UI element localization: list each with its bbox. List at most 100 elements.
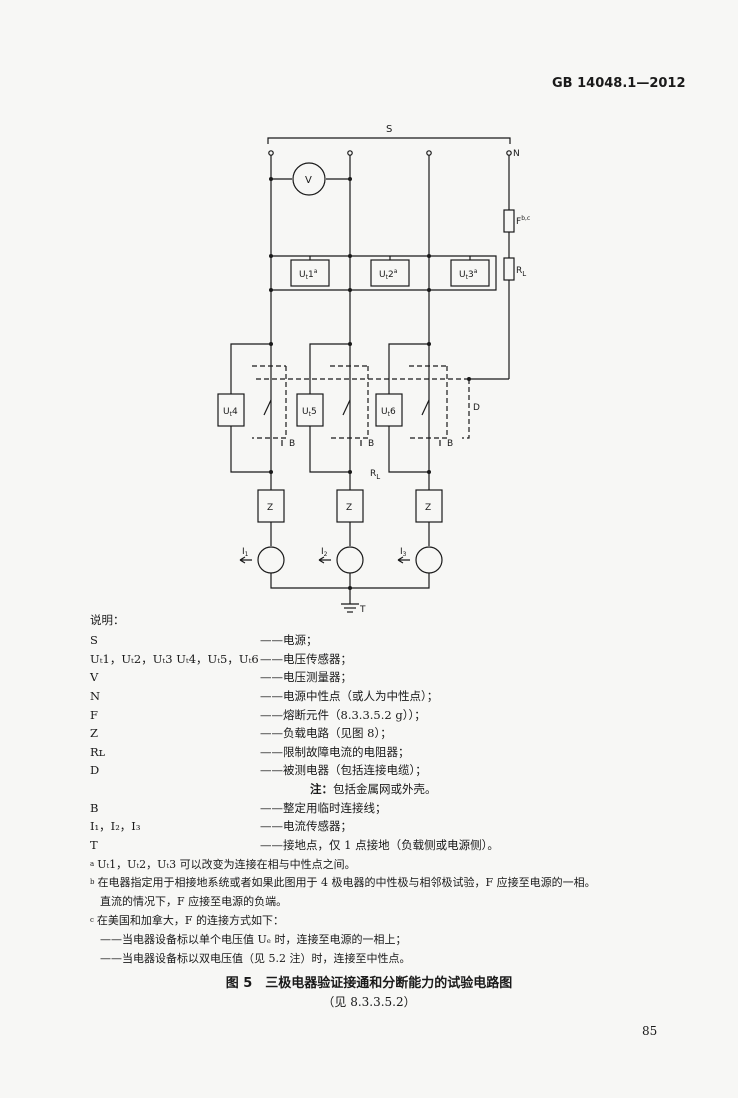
label-ut3: Ut3a [459,268,478,281]
switch1 [263,399,272,416]
label-earth: T [359,605,366,615]
current-sensor-2 [336,546,364,574]
legend-row: Z ——负载电路（见图 8）； [90,724,690,743]
legend: 说明： S——电源；Uₜ1，Uₜ2，Uₜ3 Uₜ4，Uₜ5，Uₜ6——电压传感器… [90,612,690,967]
label-link-3: B [447,439,453,449]
legend-description: ——限制故障电流的电阻器； [260,744,410,759]
page-number: 85 [642,1024,658,1038]
footnote-text: ——当电器设备标以单个电压值 Uₑ 时，连接至电源的一相上； [100,932,407,946]
legend-items: S——电源；Uₜ1，Uₜ2，Uₜ3 Uₜ4，Uₜ5，Uₜ6——电压传感器；V——… [90,631,690,780]
footnote: 直流的情况下，F 应接至电源的负端。 [90,892,690,911]
legend-symbol: S [90,633,98,648]
label-ut5: Ut5 [302,407,317,418]
legend-symbol: V [90,670,99,685]
legend-description: ——熔断元件（8.3.3.5.2 g））； [260,707,426,722]
voltmeter-circle [292,162,326,196]
label-ut1: Ut1a [299,268,318,281]
current-sensor-1 [257,546,285,574]
legend-heading: 说明： [90,613,125,627]
label-ut2: Ut2a [379,268,398,281]
label-link-2: B [368,439,374,449]
footnote-mark: c [90,915,94,924]
label-fuse: Fb,c [516,215,530,227]
legend-description: ——电源中性点（或人为中性点）； [260,689,439,704]
legend-description: ——电压传感器； [260,651,352,666]
label-current-3: I3 [400,547,407,558]
legend-description: ——电压测量器； [260,670,352,685]
legend-row: N ——电源中性点（或人为中性点）； [90,687,690,706]
legend-symbol: N [90,689,101,704]
figure-caption: 图 5 三极电器验证接通和分断能力的试验电路图 [225,976,513,991]
source-bracket [267,137,511,144]
legend-row: I₁，I₂，I₃ ——电流传感器； [90,817,690,836]
terminal-phase2 [347,150,353,156]
label-current-1: I1 [242,547,249,558]
label-rl-mid: RL [370,469,380,481]
legend-symbol: I₁，I₂，I₃ [90,819,141,834]
legend-row: Rʟ ——限制故障电流的电阻器； [90,743,690,762]
legend-description: ——电流传感器； [260,819,352,834]
legend-symbol: F [90,707,98,722]
label-source: S [386,124,392,135]
sensor-bus [271,255,497,291]
terminal-phase3 [426,150,432,156]
legend-items-2: B ——整定用临时连接线； I₁，I₂，I₃ ——电流传感器； T ——接地点，仅 1 点… [90,798,690,854]
legend-description: ——电源； [260,633,318,648]
switch3 [421,399,430,416]
label-neutral: N [513,149,520,159]
footnote-text: 在美国和加拿大，F 的连接方式如下： [96,913,285,927]
legend-description: ——接地点，仅 1 点接地（负载侧或电源侧）。 [260,837,499,852]
legend-description: ——被测电器（包括连接电缆）； [260,763,427,778]
label-resistor: RL [516,266,526,278]
legend-row: D ——被测电器（包括连接电缆）； [90,761,690,780]
current-sensor-3 [415,546,443,574]
legend-description: ——负载电路（见图 8）； [260,726,392,741]
footnote: ——当电器设备标以单个电压值 Uₑ 时，连接至电源的一相上； [90,929,690,948]
legend-symbol: B [90,800,99,815]
figure-subcaption: （见 8.3.3.5.2） [322,995,416,1009]
legend-note: 注：包括金属网或外壳。 [310,782,437,797]
legend-row: Uₜ1，Uₜ2，Uₜ3 Uₜ4，Uₜ5，Uₜ6——电压传感器； [90,650,690,669]
legend-row: S ——电源； [90,631,690,650]
ut3-box [450,259,490,287]
ut1-box [290,259,330,287]
test-circuit-diagram: S N V Fb,c RL Ut1a Ut2a Ut3a Ut4 Ut5 Ut6… [217,124,530,615]
legend-row: B ——整定用临时连接线； [90,798,690,817]
legend-symbol: Z [90,726,98,741]
legend-row: V ——电压测量器； [90,668,690,687]
label-current-2: I2 [321,547,328,558]
label-load-1: Z [267,503,273,513]
label-voltmeter: V [305,175,312,186]
label-device: D [473,403,480,413]
footnote-text: 在电器指定用于相接地系统或者如果此图用于 4 极电器的中性极与相邻极试验，F 应… [97,876,596,890]
label-ut6: Ut6 [381,407,396,418]
footnote-mark: b [90,878,95,887]
terminal-neutral [506,150,512,156]
label-load-3: Z [425,503,431,513]
standard-header: GB 14048.1—2012 [552,76,686,91]
label-ut4: Ut4 [223,407,238,418]
resistor-box [503,257,515,281]
footnote-text: ——当电器设备标以双电压值（见 5.2 注）时，连接至中性点。 [100,951,411,965]
footnote-text: 直流的情况下，F 应接至电源的负端。 [100,895,288,909]
legend-description: ——整定用临时连接线； [260,800,387,815]
footnote-text: Uₜ1，Uₜ2，Uₜ3 可以改变为连接在相与中性点之间。 [97,857,356,871]
footnote-mark: a [90,859,95,868]
legend-row: T ——接地点，仅 1 点接地（负载侧或电源侧）。 [90,836,690,855]
legend-symbol: T [90,837,98,852]
label-link-1: B [289,439,295,449]
legend-symbol: D [90,763,100,778]
terminal-phase1 [268,150,274,156]
legend-symbol: Uₜ1，Uₜ2，Uₜ3 Uₜ4，Uₜ5，Uₜ6 [90,651,259,666]
label-load-2: Z [346,503,352,513]
switch2 [342,399,351,416]
ut2-box [370,259,410,287]
footnote: ——当电器设备标以双电压值（见 5.2 注）时，连接至中性点。 [90,948,690,967]
legend-symbol: Rʟ [90,744,105,759]
legend-row: F ——熔断元件（8.3.3.5.2 g））； [90,705,690,724]
fuse-box [503,209,515,233]
